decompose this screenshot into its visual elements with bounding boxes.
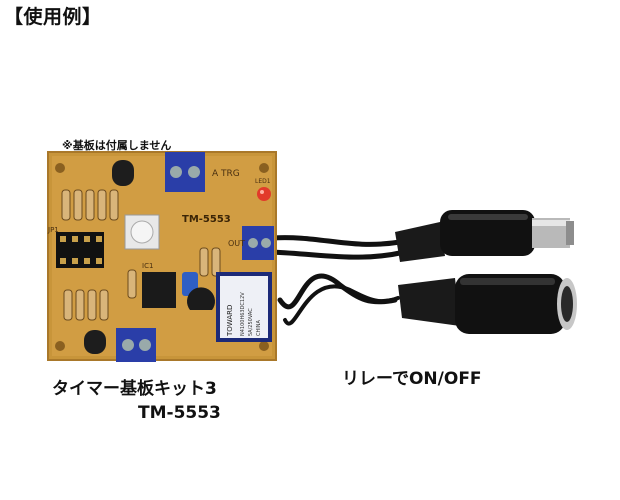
relay-line-2: 5A/250VAC bbox=[248, 308, 254, 336]
note-text: ※基板は付属しません bbox=[62, 139, 172, 152]
relay-brand: TOWARD bbox=[226, 305, 234, 337]
terminal-out-label: OUT bbox=[228, 239, 245, 248]
caption-product-model: TM-5553 bbox=[138, 403, 221, 423]
jumper-label: JP1 bbox=[47, 226, 59, 234]
relay-line-3: CHINA bbox=[256, 320, 262, 336]
caption-product-name: タイマー基板キット3 bbox=[52, 379, 217, 399]
cables bbox=[269, 235, 408, 326]
terminal-top-label: A TRG bbox=[212, 169, 240, 179]
ic-label: IC1 bbox=[142, 262, 153, 270]
dc-jack bbox=[398, 274, 577, 334]
board-model-label: TM-5553 bbox=[182, 214, 231, 225]
dc-plug bbox=[395, 210, 574, 262]
caption-product: タイマー基板キット3 TM-5553 bbox=[52, 377, 221, 425]
page-title: 【使用例】 bbox=[4, 6, 102, 28]
pcb-board: A TRG JP1 bbox=[47, 151, 277, 362]
caption-relay: リレーでON/OFF bbox=[342, 369, 482, 389]
led-label: LED1 bbox=[255, 178, 271, 185]
relay-line-1: N4100H63DC12V bbox=[240, 292, 246, 336]
